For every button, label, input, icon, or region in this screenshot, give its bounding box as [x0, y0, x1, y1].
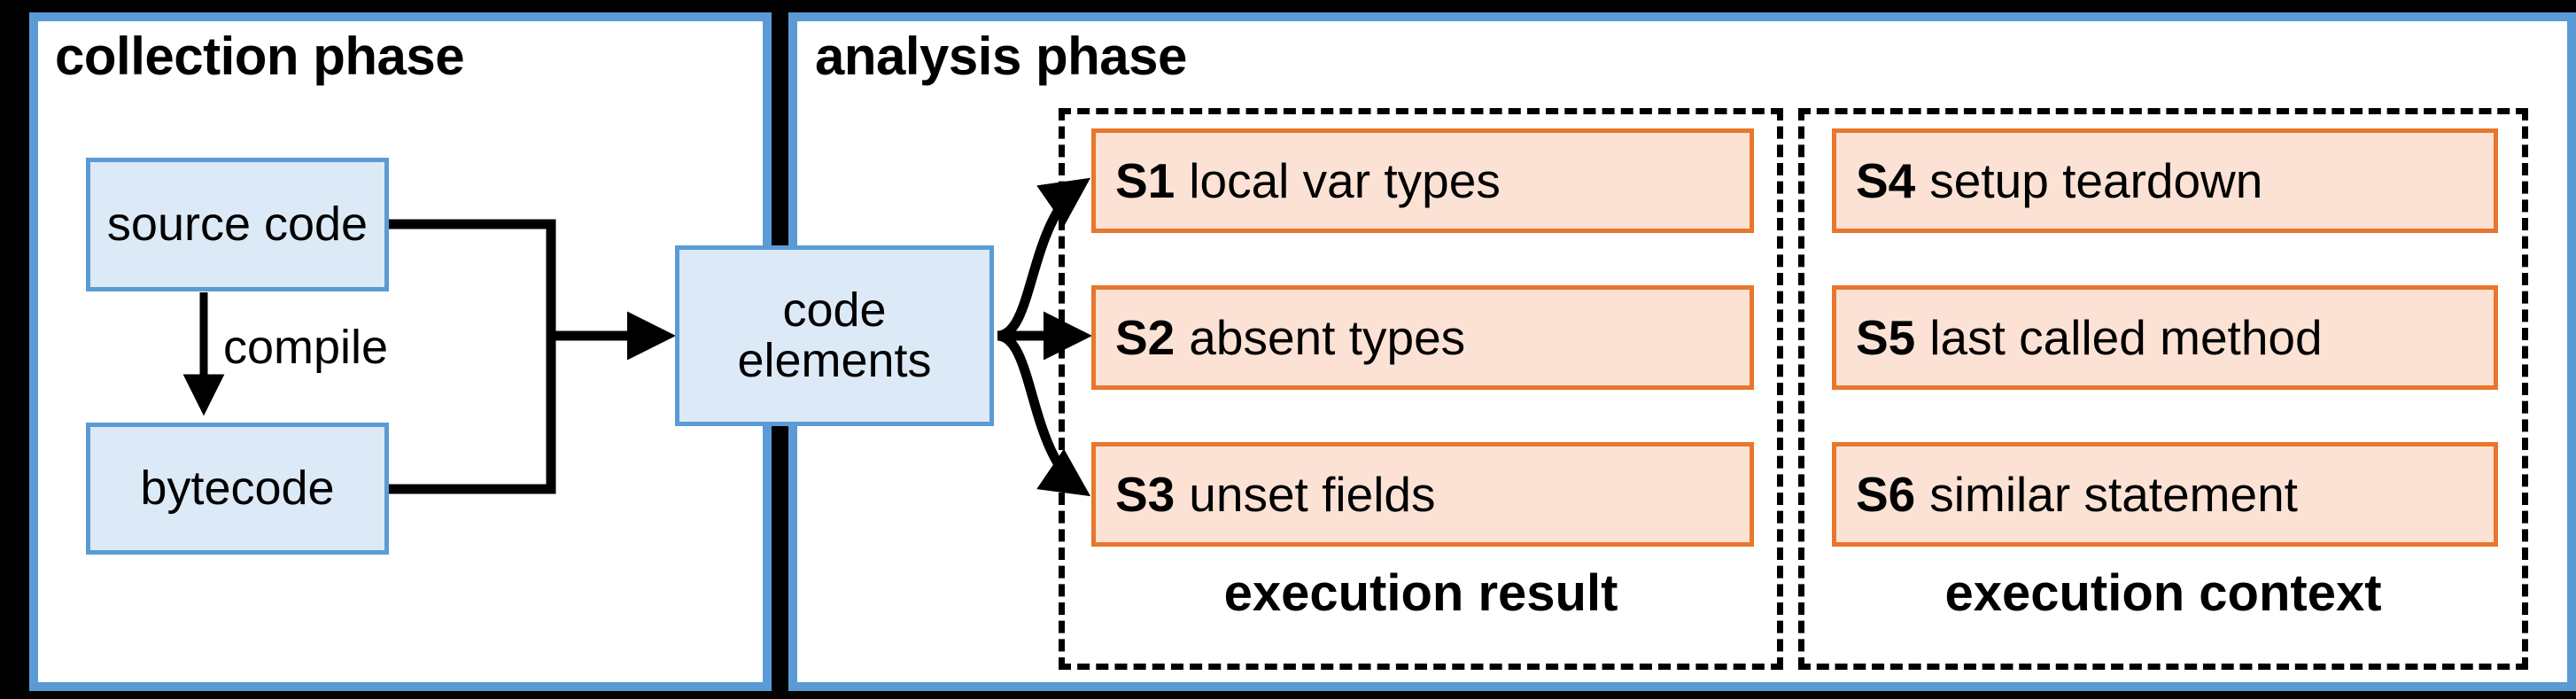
- group-execution-result-caption: execution result: [1223, 564, 1618, 622]
- group-execution-context-caption: execution context: [1944, 564, 2382, 622]
- strategy-s5-id: S5: [1856, 309, 1916, 365]
- panel-collection-phase: [29, 12, 772, 691]
- node-source-code[interactable]: source code: [86, 158, 389, 291]
- strategy-box-s1[interactable]: S1 local var types: [1091, 128, 1754, 233]
- node-source-code-label: source code: [106, 198, 369, 252]
- strategy-s6-id: S6: [1856, 466, 1916, 522]
- strategy-s1-id: S1: [1115, 152, 1175, 208]
- strategy-s6-label: similar statement: [1929, 466, 2298, 522]
- node-bytecode-label: bytecode: [140, 462, 335, 516]
- strategy-s1-label: local var types: [1189, 152, 1501, 208]
- strategy-box-s3[interactable]: S3 unset fields: [1091, 442, 1754, 547]
- analysis-phase-title: analysis phase: [815, 27, 1187, 86]
- node-code-elements-label-line1: code: [782, 283, 887, 338]
- strategy-s2-label: absent types: [1189, 309, 1466, 365]
- strategy-s2-id: S2: [1115, 309, 1175, 365]
- collection-phase-title: collection phase: [55, 27, 465, 86]
- strategy-s4-id: S4: [1856, 152, 1916, 208]
- strategy-box-s5[interactable]: S5 last called method: [1832, 285, 2498, 390]
- node-code-elements[interactable]: code elements: [675, 245, 994, 426]
- strategy-s5-label: last called method: [1929, 309, 2323, 365]
- strategy-box-s4[interactable]: S4 setup teardown: [1832, 128, 2498, 233]
- node-bytecode[interactable]: bytecode: [86, 423, 389, 555]
- node-code-elements-label-line2: elements: [737, 334, 932, 387]
- strategy-s3-id: S3: [1115, 466, 1175, 522]
- strategy-s3-label: unset fields: [1189, 466, 1436, 522]
- strategy-box-s2[interactable]: S2 absent types: [1091, 285, 1754, 390]
- group-execution-context: [1798, 108, 2528, 670]
- edge-label-compile: compile: [223, 321, 389, 374]
- strategy-box-s6[interactable]: S6 similar statement: [1832, 442, 2498, 547]
- strategy-s4-label: setup teardown: [1929, 152, 2263, 208]
